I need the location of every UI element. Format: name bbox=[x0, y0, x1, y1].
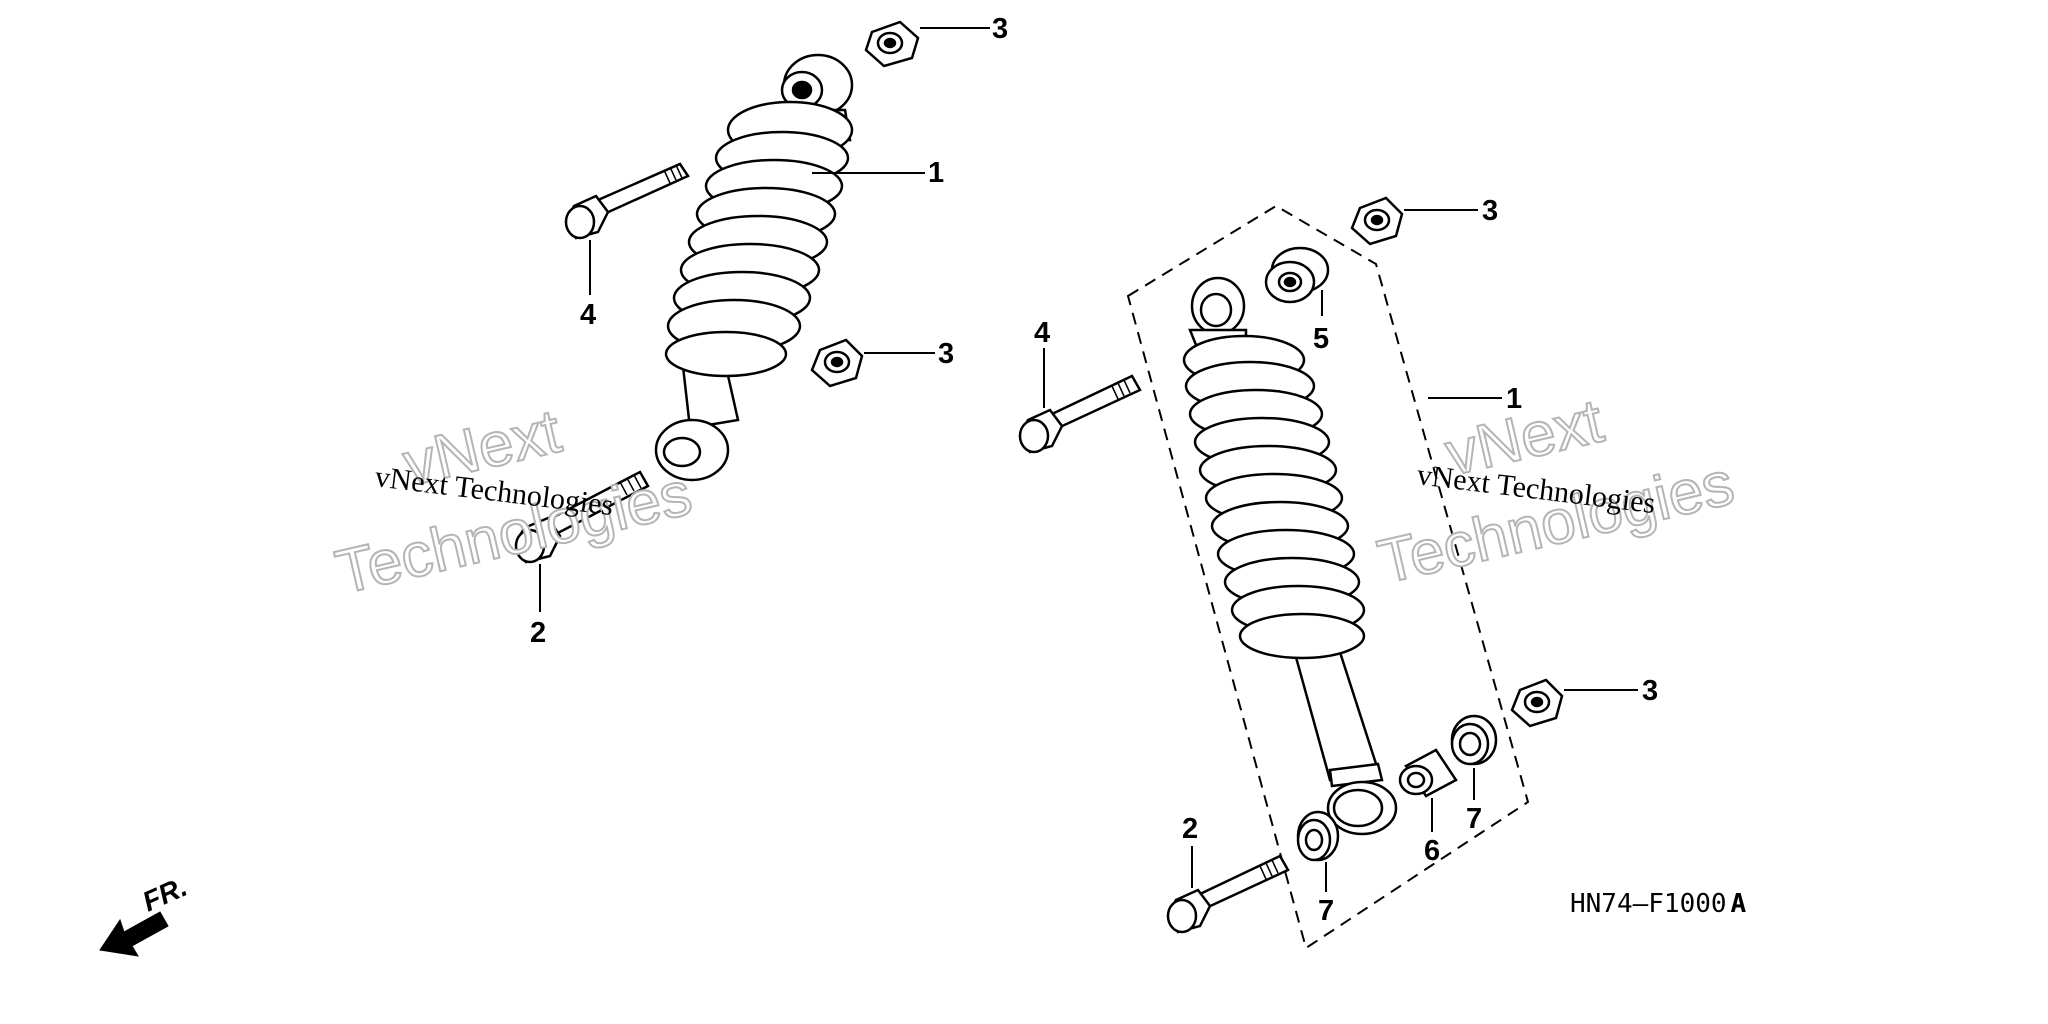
left-shock-absorber bbox=[654, 53, 854, 482]
right-top-bushing bbox=[1264, 246, 1330, 304]
left-spring-coils bbox=[664, 100, 854, 378]
left-mid-nut bbox=[810, 338, 864, 388]
right-bottom-nut bbox=[1510, 678, 1564, 728]
callout-right-washer-left: 7 bbox=[1318, 895, 1334, 927]
left-lower-bolt bbox=[514, 470, 650, 564]
callout-right-bushing-top: 5 bbox=[1313, 323, 1329, 355]
right-washer-left bbox=[1296, 810, 1340, 862]
callout-left-flange-bolt: 4 bbox=[580, 299, 596, 331]
assembly-frame bbox=[1126, 204, 1530, 950]
callout-right-collar: 6 bbox=[1424, 835, 1440, 867]
callout-right-washer-right: 7 bbox=[1466, 803, 1482, 835]
right-top-nut bbox=[1350, 196, 1404, 246]
callout-right-nut-bottom: 3 bbox=[1642, 675, 1658, 707]
right-lower-bolt bbox=[1166, 854, 1290, 934]
left-top-nut bbox=[864, 20, 920, 68]
callout-right-lower-bolt: 2 bbox=[1182, 813, 1198, 845]
callout-left-lower-bolt: 2 bbox=[530, 617, 546, 649]
callout-right-shock: 1 bbox=[1506, 383, 1522, 415]
diagram-code-main: HN74—F1000 bbox=[1570, 889, 1727, 919]
diagram-code-suffix: A bbox=[1731, 889, 1747, 919]
callout-left-nut-mid: 3 bbox=[938, 338, 954, 370]
front-direction-label: FR. bbox=[138, 871, 192, 918]
front-direction-arrow: FR. bbox=[99, 871, 192, 957]
right-flange-bolt bbox=[1018, 374, 1142, 454]
callout-right-nut-top: 3 bbox=[1482, 195, 1498, 227]
right-shock-absorber bbox=[1182, 276, 1398, 836]
right-washer-right bbox=[1450, 714, 1498, 766]
right-spring-coils bbox=[1182, 334, 1366, 660]
left-flange-bolt bbox=[564, 162, 690, 240]
callout-left-nut-top: 3 bbox=[992, 13, 1008, 45]
callout-left-shock: 1 bbox=[928, 157, 944, 189]
right-collar bbox=[1398, 748, 1458, 798]
callout-right-flange-bolt: 4 bbox=[1034, 317, 1050, 349]
